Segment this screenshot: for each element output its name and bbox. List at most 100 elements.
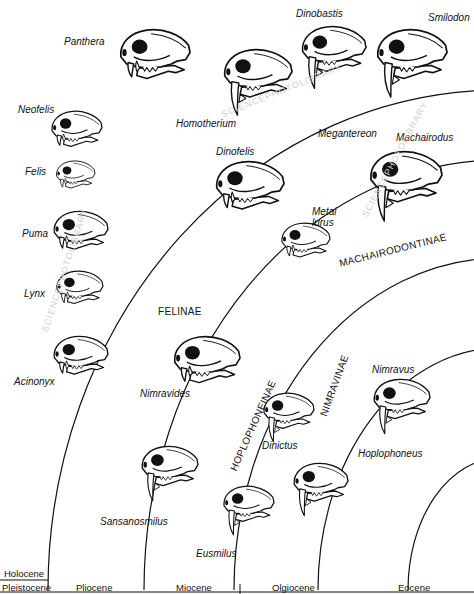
skull-crest — [254, 54, 288, 68]
skull-drawing — [121, 30, 190, 79]
skull-orbit — [303, 471, 315, 482]
epoch-label: Holocene — [4, 568, 44, 579]
skull-arch — [391, 55, 427, 60]
lower-canine — [292, 245, 295, 252]
genus-label: Eusmilus — [196, 548, 237, 559]
skull-arch — [385, 400, 414, 404]
epoch-arc — [408, 458, 474, 590]
genus-label: Puma — [22, 228, 48, 239]
canine-tooth — [60, 179, 63, 187]
skull-crest — [399, 383, 427, 395]
skull-orbit — [227, 171, 242, 185]
skull-nasal — [226, 68, 230, 75]
skull-arch — [315, 50, 348, 55]
epoch-label: Olgiocene — [272, 582, 315, 593]
skull-orbit — [290, 230, 301, 240]
skull-drawing — [142, 446, 198, 500]
genus-label: Dinobastis — [296, 8, 343, 19]
skull-drawing — [224, 486, 274, 535]
skull-orbit — [383, 387, 396, 399]
genus-label: Megantereon — [318, 128, 377, 139]
skull-nasal — [122, 49, 126, 56]
skull-nasal — [375, 395, 378, 401]
skull-drawing — [57, 161, 95, 188]
skull-crest — [246, 166, 280, 180]
jaw-flange — [154, 483, 160, 490]
epoch-label: Eocene — [398, 582, 430, 593]
skull-teeth — [311, 492, 323, 496]
skull-orbit — [63, 166, 72, 174]
skull-nasal — [143, 462, 146, 468]
skull-teeth — [392, 409, 405, 413]
epoch-arc — [48, 90, 474, 590]
skull-nasal — [283, 237, 286, 242]
skull-orbit — [235, 59, 250, 73]
skull-orbit — [185, 346, 200, 360]
skull-cranium — [52, 111, 102, 139]
skull-teeth — [238, 198, 253, 203]
lower-canine — [66, 361, 69, 369]
skull-drawing — [217, 162, 284, 209]
skull-teeth — [297, 249, 308, 253]
skull-cranium — [175, 337, 240, 373]
genus-label: Nimravides — [140, 388, 190, 399]
epoch-arc — [318, 348, 474, 590]
subfamily-label: FELINAE — [158, 306, 202, 317]
jaw-flange — [234, 519, 239, 525]
skull-crest — [151, 34, 186, 48]
skull-cranium — [54, 336, 108, 366]
canine-tooth — [60, 237, 65, 248]
skull-drawing — [264, 393, 314, 442]
genus-label: Nimravus — [372, 364, 414, 375]
genus-label: Felis — [25, 166, 46, 177]
lower-canine — [231, 192, 235, 202]
sabre-canine — [148, 473, 154, 501]
skull-orbit — [132, 40, 148, 54]
sabre-canine — [380, 406, 386, 434]
skull-teeth — [142, 67, 158, 72]
skull-arch — [237, 75, 272, 80]
skull-teeth — [280, 420, 291, 424]
axis-line — [240, 584, 241, 594]
lower-canine — [189, 366, 193, 376]
skull-teeth — [195, 372, 210, 377]
skull-crest — [74, 114, 99, 124]
skull-crest — [246, 489, 271, 499]
skull-teeth — [393, 190, 409, 195]
subfamily-label: NIMRAVINAE — [318, 353, 350, 417]
jaw-flange — [386, 416, 392, 423]
skull-nasal — [55, 351, 58, 357]
skull-cranium — [57, 161, 95, 182]
genus-label: Dinofelis — [216, 146, 254, 157]
genus-label: Neofelis — [18, 104, 54, 115]
skull-drawing — [54, 336, 108, 374]
skull-teeth — [69, 182, 78, 185]
genus-label: Hoplophoneus — [358, 448, 423, 459]
skull-crest — [167, 450, 195, 462]
genus-label: Metai lurus — [312, 206, 342, 228]
skull-arch — [61, 130, 87, 134]
skull-orbit — [272, 400, 283, 410]
skull-arch — [64, 356, 92, 360]
skull-crest — [73, 163, 92, 171]
skull-teeth — [246, 86, 261, 91]
skull-nasal — [57, 172, 59, 176]
skull-orbit — [63, 344, 75, 355]
skull-nasal — [304, 44, 308, 51]
skull-nasal — [379, 49, 383, 56]
skull-crest — [77, 274, 100, 284]
skull-teeth — [68, 138, 79, 142]
jaw-flange — [305, 499, 311, 506]
canine-tooth — [60, 362, 65, 373]
skull-nasal — [225, 500, 228, 505]
skull-crest — [78, 339, 105, 350]
skull-crest — [203, 340, 236, 354]
skull-drawing — [282, 223, 330, 257]
canine-tooth — [224, 194, 230, 208]
skull-crest — [286, 396, 311, 406]
skull-orbit — [389, 40, 405, 54]
skull-arch — [304, 483, 332, 487]
skull-crest — [318, 466, 345, 477]
skull-teeth — [71, 296, 82, 299]
